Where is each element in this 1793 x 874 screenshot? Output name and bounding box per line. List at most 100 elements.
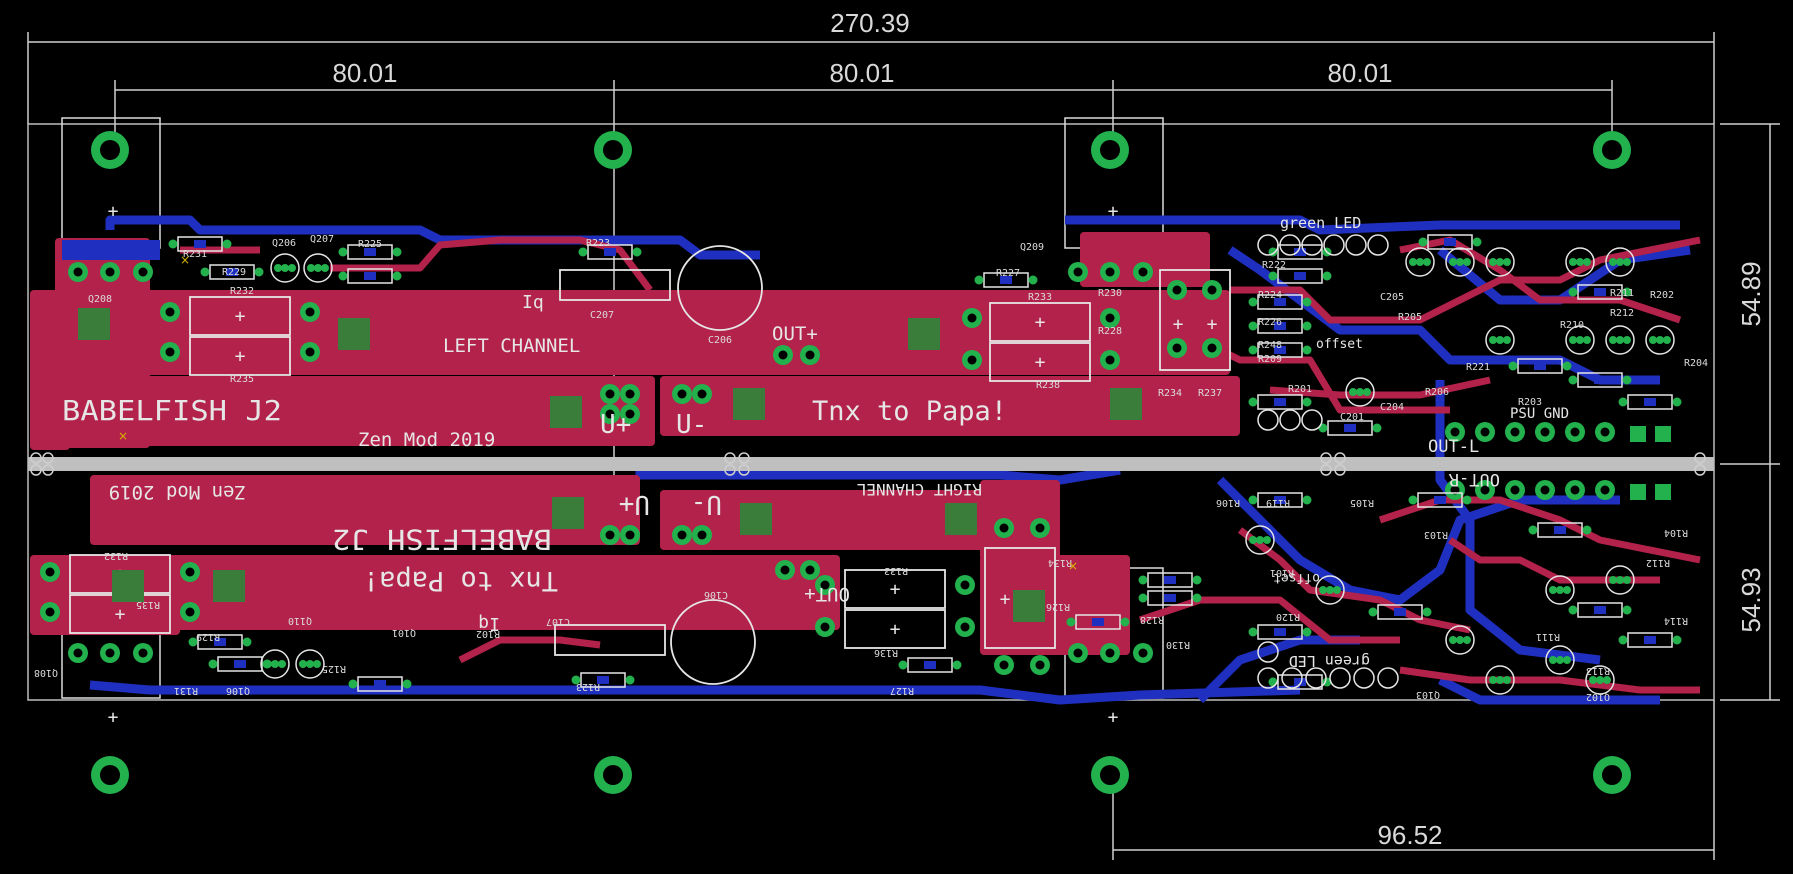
bias-label-left: Iq (522, 292, 544, 313)
svg-text:+: + (890, 579, 901, 600)
refdes-r201: R201 (1288, 384, 1312, 395)
refdes-r106: R106 (1216, 497, 1240, 508)
power-transistor-pads (62, 240, 1153, 663)
refdes-r223: R223 (586, 238, 610, 249)
refdes-r237: R237 (1198, 388, 1222, 399)
refdes-r119: R119 (1266, 497, 1290, 508)
credit-right: Zen Mod 2019 (109, 481, 246, 503)
refdes-r232: R232 (230, 286, 254, 297)
refdes-c201: C201 (1340, 412, 1364, 423)
dim-spacing-1: 80.01 (332, 58, 397, 88)
refdes-r212: R212 (1610, 308, 1634, 319)
svg-text:+: + (1173, 314, 1184, 335)
svg-text:+: + (108, 201, 119, 222)
dim-overall-width: 270.39 (830, 8, 910, 38)
v-score-holes (30, 452, 1706, 476)
refdes-q108: Q108 (34, 667, 58, 678)
supply-pos-right: U+ (619, 489, 650, 519)
refdes-r136: R136 (874, 647, 898, 658)
svg-text:+: + (1108, 707, 1119, 728)
refdes-r202: R202 (1650, 290, 1674, 301)
dim-spacing-2: 80.01 (829, 58, 894, 88)
led-row-bottom (1257, 641, 1399, 689)
led-label-left: green LED (1280, 214, 1361, 232)
channel-label-left: LEFT CHANNEL (443, 335, 580, 357)
refdes-r226: R226 (1258, 317, 1282, 328)
svg-text:+: + (235, 346, 246, 367)
refdes-r120: R120 (1276, 611, 1300, 622)
bias-label-right: Iq (478, 613, 500, 634)
refdes-r229: R229 (222, 267, 246, 278)
svg-text:+: + (1000, 589, 1011, 610)
refdes-r135: R135 (136, 599, 160, 610)
refdes-r101: R101 (1270, 567, 1294, 578)
refdes-r227: R227 (996, 268, 1020, 279)
title-right: BABELFISH J2 (332, 523, 552, 556)
refdes-r133: R133 (884, 565, 908, 576)
thanks-left: Tnx to Papa! (812, 396, 1007, 427)
svg-text:+: + (235, 306, 246, 327)
offset-label-right: offset (1273, 570, 1320, 585)
refdes-r111: R111 (1536, 631, 1560, 642)
out-label-right: OUT-R (1448, 469, 1500, 489)
svg-text:+: + (1108, 201, 1119, 222)
refdes-r127: R127 (890, 685, 914, 696)
refdes-r125: R125 (322, 663, 346, 674)
output-label-left: OUT+ (772, 323, 818, 345)
fiducial-markers: ××× (118, 253, 1078, 573)
refdes-r132: R132 (104, 550, 128, 561)
dim-height-bottom: 54.93 (1736, 567, 1766, 632)
refdes-r204: R204 (1684, 358, 1708, 369)
refdes-r128: R128 (1140, 614, 1164, 625)
refdes-r130: R130 (1166, 639, 1190, 650)
refdes-c107: C107 (546, 616, 570, 627)
refdes-r221: R221 (1466, 362, 1490, 373)
refdes-q209: Q209 (1020, 242, 1044, 253)
dim-height-top: 54.89 (1736, 261, 1766, 326)
smd-pads-right (1630, 426, 1671, 500)
refdes-r228: R228 (1098, 326, 1122, 337)
refdes-r123: R123 (576, 681, 600, 692)
refdes-r134: R134 (1048, 557, 1072, 568)
refdes-r203: R203 (1518, 397, 1542, 408)
svg-text:×: × (118, 429, 128, 443)
refdes-r104: R104 (1664, 527, 1688, 538)
refdes-r103: R103 (1424, 529, 1448, 540)
out-label-left: OUT-L (1428, 437, 1479, 457)
refdes-r105: R105 (1350, 497, 1374, 508)
svg-text:×: × (180, 253, 190, 267)
top-copper-pours (30, 232, 1240, 655)
refdes-r222: R222 (1262, 260, 1286, 271)
credit-left: Zen Mod 2019 (358, 429, 495, 451)
refdes-r113: R113 (1586, 665, 1610, 676)
svg-text:+: + (890, 619, 901, 640)
refdes-c204: C204 (1380, 402, 1404, 413)
refdes-c205: C205 (1380, 292, 1404, 303)
refdes-q101: Q101 (392, 627, 416, 638)
dim-bottom-offset: 96.52 (1377, 820, 1442, 850)
refdes-q106: Q106 (226, 685, 250, 696)
refdes-q206: Q206 (272, 238, 296, 249)
svg-text:+: + (108, 707, 119, 728)
refdes-r210: R210 (1560, 320, 1584, 331)
refdes-c207: C207 (590, 310, 614, 321)
title-left: BABELFISH J2 (62, 394, 282, 427)
channel-label-right: RIGHT CHANNEL (857, 480, 982, 499)
refdes-q102: Q102 (1586, 691, 1610, 702)
refdes-q110: Q110 (288, 615, 312, 626)
refdes-q103: Q103 (1416, 689, 1440, 700)
refdes-r211: R211 (1610, 288, 1634, 299)
refdes-r235: R235 (230, 374, 254, 385)
refdes-r205: R205 (1398, 312, 1422, 323)
thanks-right: Tnx to Papa! (363, 565, 558, 596)
refdes-r224: R224 (1258, 290, 1282, 301)
refdes-r114: R114 (1664, 615, 1688, 626)
dim-spacing-3: 80.01 (1327, 58, 1392, 88)
refdes-r248: R248 (1258, 340, 1282, 351)
supply-neg-right: U- (691, 489, 722, 519)
supply-neg-left: U- (676, 410, 707, 440)
refdes-r225: R225 (358, 239, 382, 250)
refdes-q208: Q208 (88, 294, 112, 305)
refdes-r129: R129 (196, 631, 220, 642)
